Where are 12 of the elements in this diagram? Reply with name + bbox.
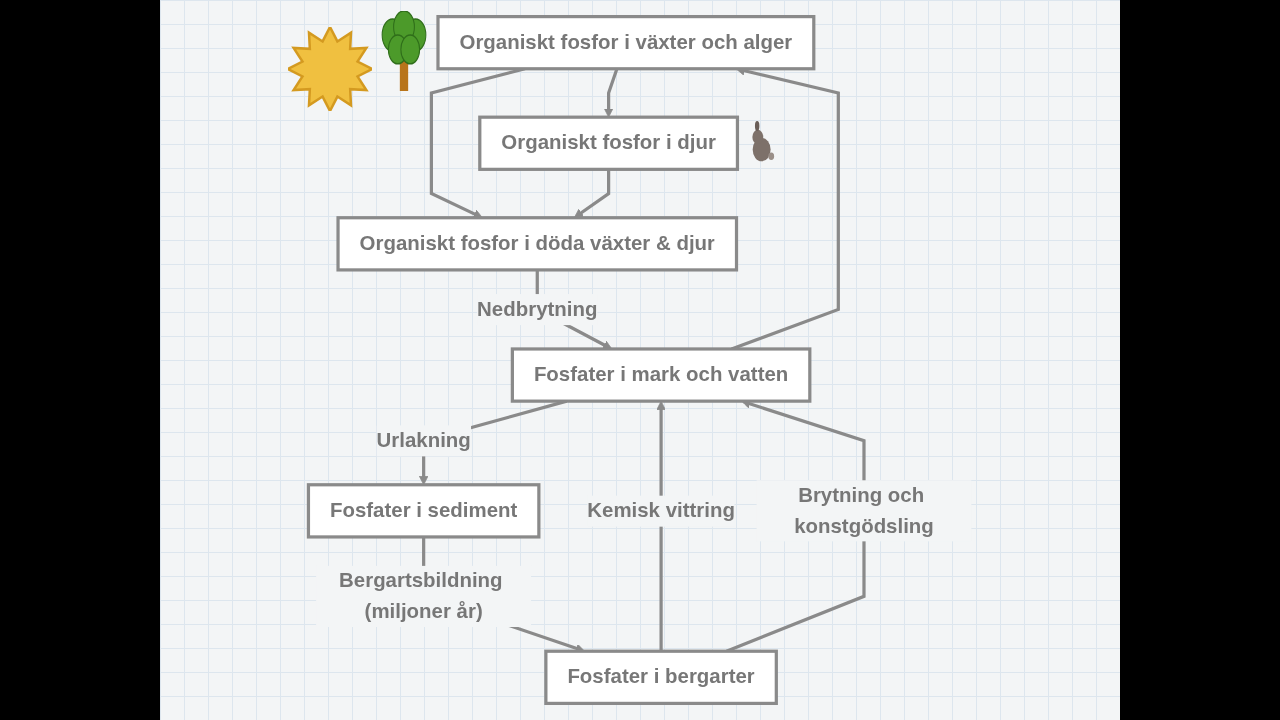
node-box: Fosfater i bergarter xyxy=(544,649,778,705)
node-box: Organiskt fosfor i växter och alger xyxy=(436,15,816,71)
edge-label: Kemisk vittring xyxy=(587,498,735,522)
edge-label: Bergartsbildning (miljoner år) xyxy=(339,568,503,623)
edge-label: Nedbrytning xyxy=(477,297,598,320)
node-box: Organiskt fosfor i djur xyxy=(478,115,740,171)
node-box: Fosfater i sediment xyxy=(306,483,541,539)
edge-label: Urlakning xyxy=(376,428,471,452)
node-box: Fosfater i mark och vatten xyxy=(510,347,812,403)
arrow xyxy=(603,68,619,118)
edge-label: Brytning och konstgödsling xyxy=(794,483,934,537)
node-box: Organiskt fosfor i döda växter & djur xyxy=(336,216,739,272)
